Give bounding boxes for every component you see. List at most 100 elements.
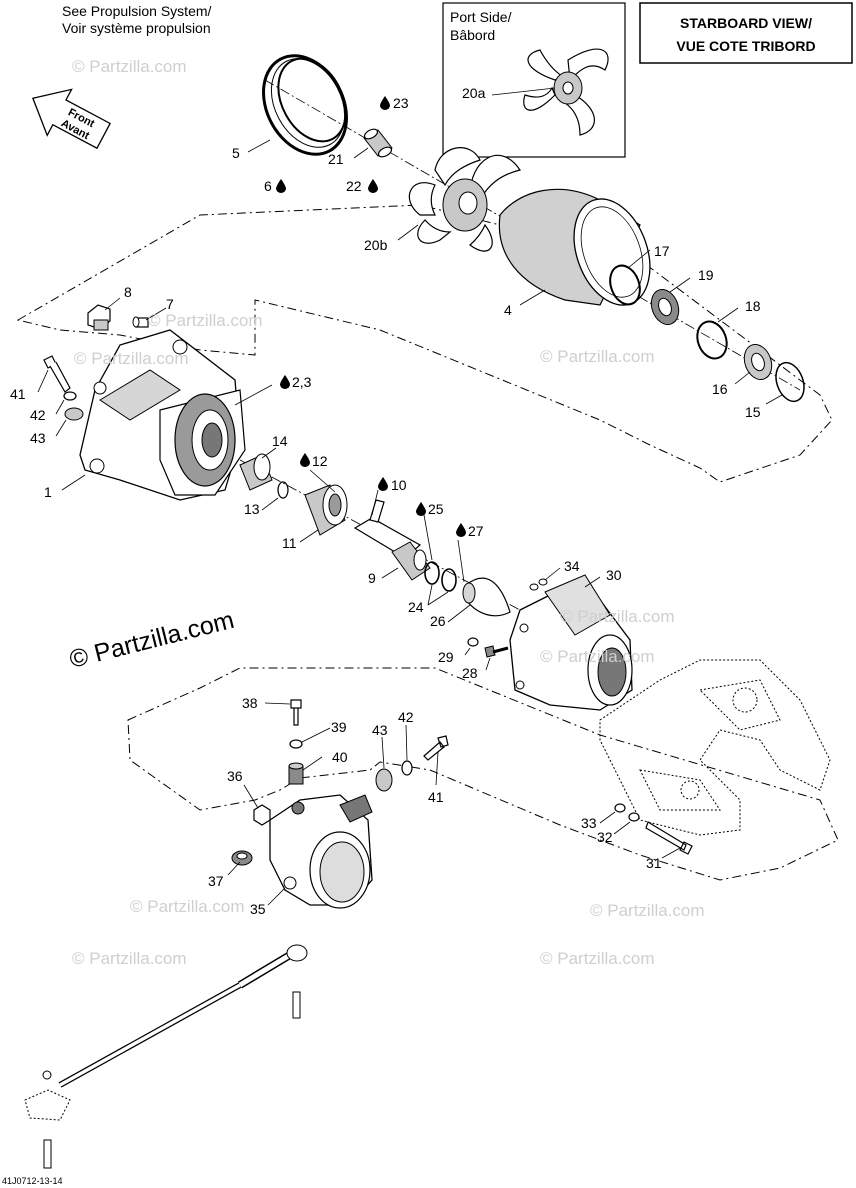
callout-7: 7 — [166, 296, 174, 312]
callout-4: 4 — [504, 302, 512, 318]
callout-35: 35 — [250, 901, 266, 917]
callout-1: 1 — [44, 484, 52, 500]
callout-32: 32 — [597, 829, 613, 845]
watermark: © Partzilla.com — [590, 901, 705, 920]
callout-8: 8 — [124, 284, 132, 300]
callout-43-lower: 43 — [372, 722, 388, 738]
part-31-bolt — [645, 821, 693, 855]
callout-6: 6 — [264, 178, 272, 194]
callout-28: 28 — [462, 665, 478, 681]
leader-lines — [37, 87, 783, 906]
part-5-ring — [262, 54, 348, 156]
part-15-o-ring — [775, 361, 805, 403]
callout-16: 16 — [712, 381, 728, 397]
callout-11: 11 — [282, 535, 297, 551]
part-40-bushing — [288, 762, 304, 785]
part-18-ring — [696, 320, 728, 360]
oil-drop-icon — [280, 375, 290, 389]
callout-42-lower: 42 — [398, 709, 414, 725]
part-4-wear-ring — [498, 188, 651, 306]
callout-42-upper: 42 — [30, 407, 46, 423]
part-21-sleeve — [363, 128, 393, 158]
port-side-box — [442, 2, 626, 158]
oil-drop-icon — [276, 179, 286, 193]
steering-cable — [24, 944, 308, 1169]
part-17-circlip — [609, 264, 641, 306]
callout-29: 29 — [438, 649, 454, 665]
part-20a-impeller — [523, 48, 609, 136]
part-35-steering-nozzle — [269, 794, 373, 909]
watermark: © Partzilla.com — [540, 949, 655, 968]
part-20b-impeller — [408, 147, 521, 252]
part-13-o-ring — [277, 481, 289, 499]
callout-20b: 20b — [364, 237, 388, 253]
callout-33: 33 — [581, 815, 597, 831]
part-38-bolt — [290, 699, 302, 726]
part-34-o-ring-a — [529, 583, 539, 591]
port-side-label-line2: Bâbord — [450, 27, 495, 43]
callout-5: 5 — [232, 145, 240, 161]
watermark-large: © Partzilla.com — [67, 606, 237, 674]
see-propulsion-line1: See Propulsion System/ — [62, 3, 212, 19]
callout-26: 26 — [430, 613, 446, 629]
part-42-washer-upper — [63, 391, 77, 401]
part-8-fitting — [87, 304, 111, 331]
callout-10: 10 — [391, 477, 407, 493]
part-30-venturi — [509, 574, 633, 711]
watermark: © Partzilla.com — [560, 607, 675, 626]
watermark: © Partzilla.com — [148, 311, 263, 330]
part-26-cone — [462, 577, 511, 617]
callout-9: 9 — [368, 570, 376, 586]
watermark: © Partzilla.com — [72, 949, 187, 968]
diagram-code: 41J0712-13-14 — [2, 1176, 63, 1186]
oil-drop-icon — [378, 477, 388, 491]
callout-36: 36 — [227, 768, 243, 784]
part-39-washer — [289, 739, 303, 749]
part-32-washer — [628, 812, 640, 822]
callout-labels: 1 2,3 4 5 6 7 8 9 10 11 12 13 14 15 16 1… — [10, 85, 761, 917]
callout-31: 31 — [646, 855, 662, 871]
callout-19: 19 — [698, 267, 714, 283]
part-19-seal — [650, 289, 680, 325]
callout-2-3: 2,3 — [292, 374, 312, 390]
callout-24: 24 — [408, 599, 424, 615]
part-28-screw — [484, 645, 509, 658]
watermark: © Partzilla.com — [74, 349, 189, 368]
callout-20a: 20a — [462, 85, 486, 101]
part-1-pump-housing — [79, 329, 246, 501]
callout-39: 39 — [331, 719, 347, 735]
part-24-o-ring-a — [424, 561, 440, 585]
part-41-bolt-lower — [423, 735, 449, 761]
lower-group-outline — [127, 667, 839, 881]
watermark: © Partzilla.com — [130, 897, 245, 916]
part-33-washer — [614, 803, 626, 813]
callout-25: 25 — [428, 501, 444, 517]
part-37-nut — [231, 850, 253, 866]
reverse-bracket-dotted — [599, 659, 831, 836]
see-propulsion-line2: Voir système propulsion — [62, 20, 211, 36]
view-title-box — [639, 2, 853, 64]
oil-drop-icon — [368, 179, 378, 193]
part-29-washer — [467, 637, 479, 647]
part-16-bearing — [743, 344, 773, 380]
part-24-o-ring-b — [441, 568, 457, 592]
oil-drop-icon — [300, 453, 310, 467]
port-side-label-line1: Port Side/ — [450, 9, 512, 25]
part-41-bolt-upper — [43, 355, 71, 393]
callout-13: 13 — [244, 501, 260, 517]
callout-27: 27 — [468, 523, 484, 539]
callout-23: 23 — [393, 95, 409, 111]
part-43-washer-lower — [375, 768, 393, 792]
callout-15: 15 — [745, 404, 761, 420]
callout-34: 34 — [564, 558, 580, 574]
part-42-washer-lower — [401, 760, 413, 776]
callout-37: 37 — [208, 873, 224, 889]
view-title-line2: VUE COTE TRIBORD — [676, 38, 815, 54]
callout-38: 38 — [242, 695, 258, 711]
part-34-o-ring-b — [538, 578, 548, 586]
part-11-bearing — [304, 484, 348, 536]
callout-30: 30 — [606, 567, 622, 583]
part-43-washer-upper — [64, 407, 84, 421]
oil-drop-icon — [456, 523, 466, 537]
